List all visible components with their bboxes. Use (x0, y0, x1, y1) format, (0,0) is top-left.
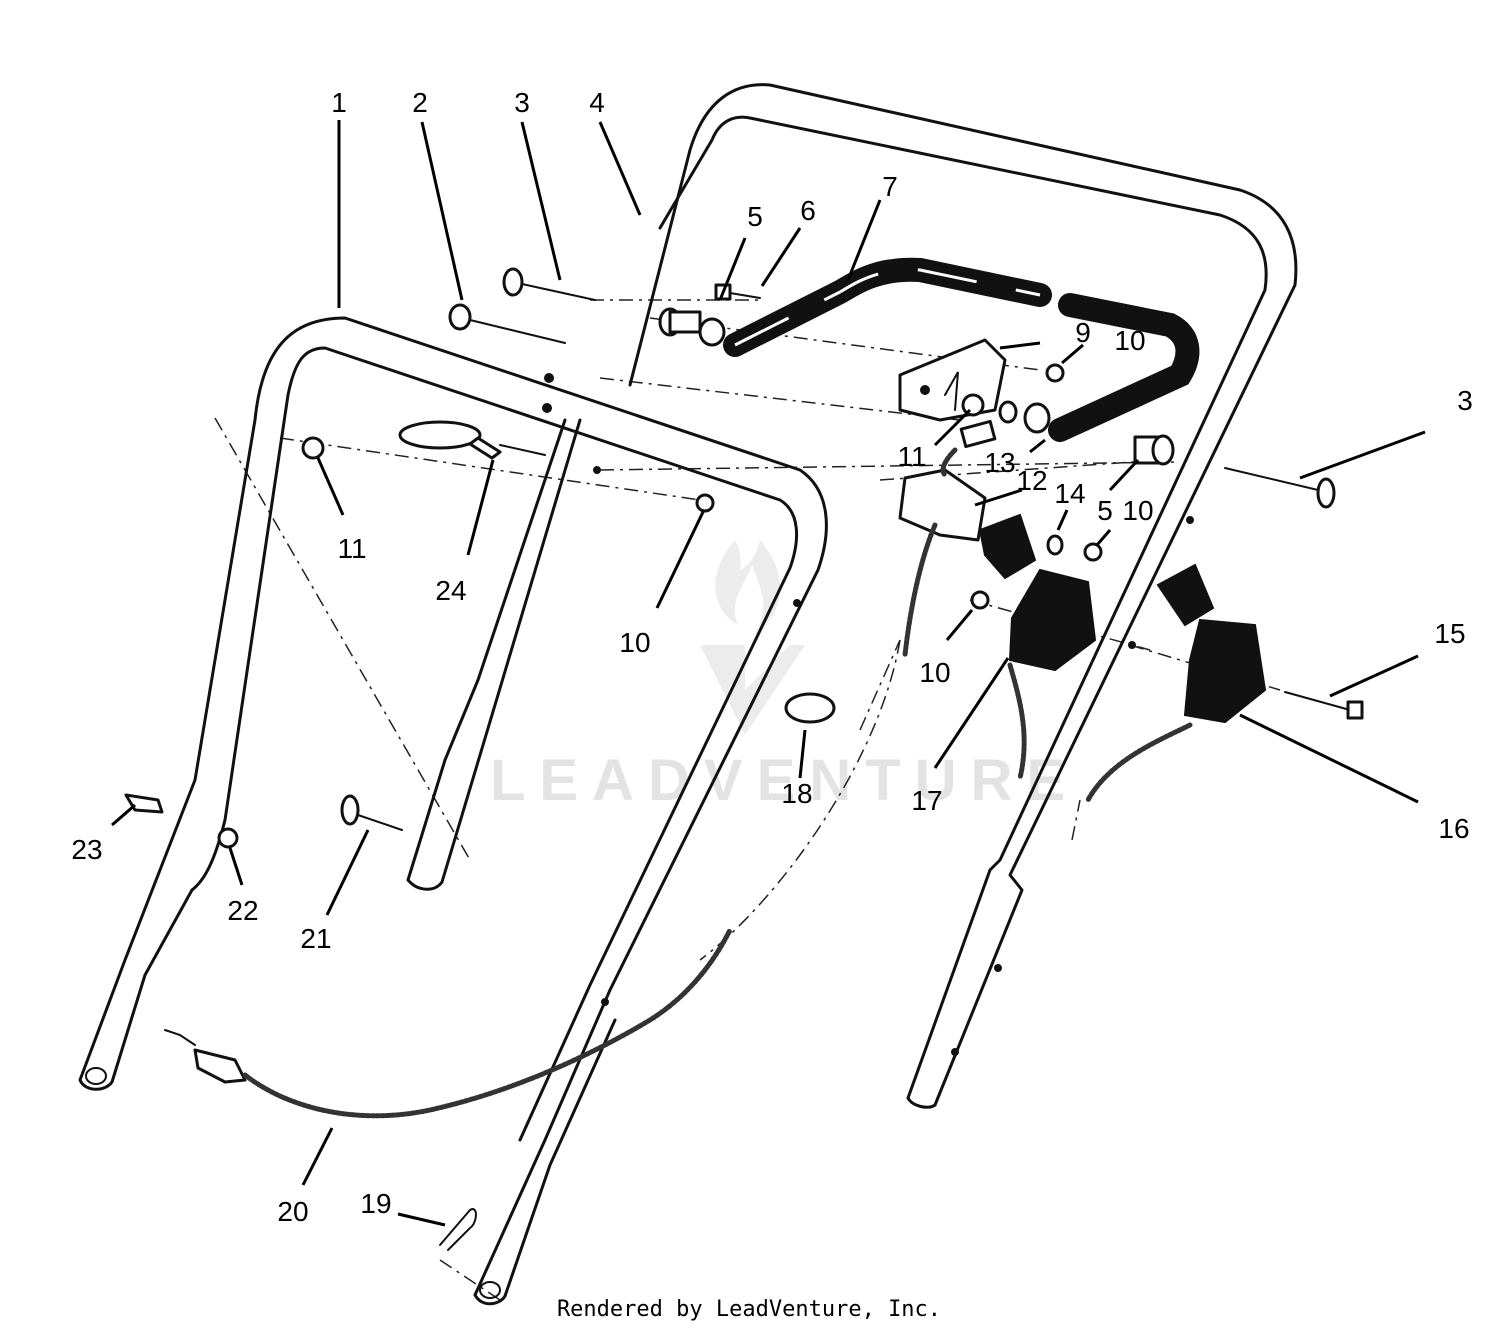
callout-11-left: 11 (337, 533, 366, 564)
callout-5-right: 5 (1097, 495, 1113, 526)
callout-1: 1 (331, 87, 347, 118)
credit-text: Rendered by LeadVenture, Inc. (557, 1297, 941, 1322)
callout-13: 13 (984, 447, 1015, 478)
watermark: LEADVENTURE (490, 540, 1079, 813)
callout-3-right: 3 (1457, 385, 1473, 416)
callout-10-lower: 10 (919, 657, 950, 688)
callout-21: 21 (300, 923, 331, 954)
bail-handle (723, 257, 1200, 442)
watermark-text: LEADVENTURE (490, 748, 1079, 813)
callout-15: 15 (1434, 618, 1465, 649)
callout-2: 2 (412, 87, 428, 118)
leader-lines (111, 120, 1426, 1227)
callout-10-top: 10 (1114, 325, 1145, 356)
callout-10-mid: 10 (619, 627, 650, 658)
lower-handle (78, 316, 828, 1306)
callout-7: 7 (882, 171, 898, 202)
callout-23: 23 (71, 834, 102, 865)
callout-4: 4 (589, 87, 605, 118)
hardware (124, 267, 1364, 1251)
callout-24: 24 (435, 575, 466, 606)
callout-16: 16 (1438, 813, 1469, 844)
callout-labels: 1 2 3 4 5 6 7 9 10 3 11 13 12 14 5 10 11… (71, 87, 1472, 1227)
callout-14: 14 (1054, 478, 1085, 509)
callout-12: 12 (1016, 465, 1047, 496)
callout-5: 5 (747, 201, 763, 232)
callout-20: 20 (277, 1196, 308, 1227)
callout-3: 3 (514, 87, 530, 118)
callout-19: 19 (360, 1188, 391, 1219)
callout-22: 22 (227, 895, 258, 926)
upper-handle (628, 83, 1298, 1109)
callout-11-right: 11 (897, 441, 926, 472)
callout-10-right: 10 (1122, 495, 1153, 526)
callout-17: 17 (911, 785, 942, 816)
callout-18: 18 (781, 778, 812, 809)
callout-6: 6 (800, 195, 816, 226)
assembly-lines (214, 299, 1281, 1301)
callout-9: 9 (1075, 317, 1091, 348)
